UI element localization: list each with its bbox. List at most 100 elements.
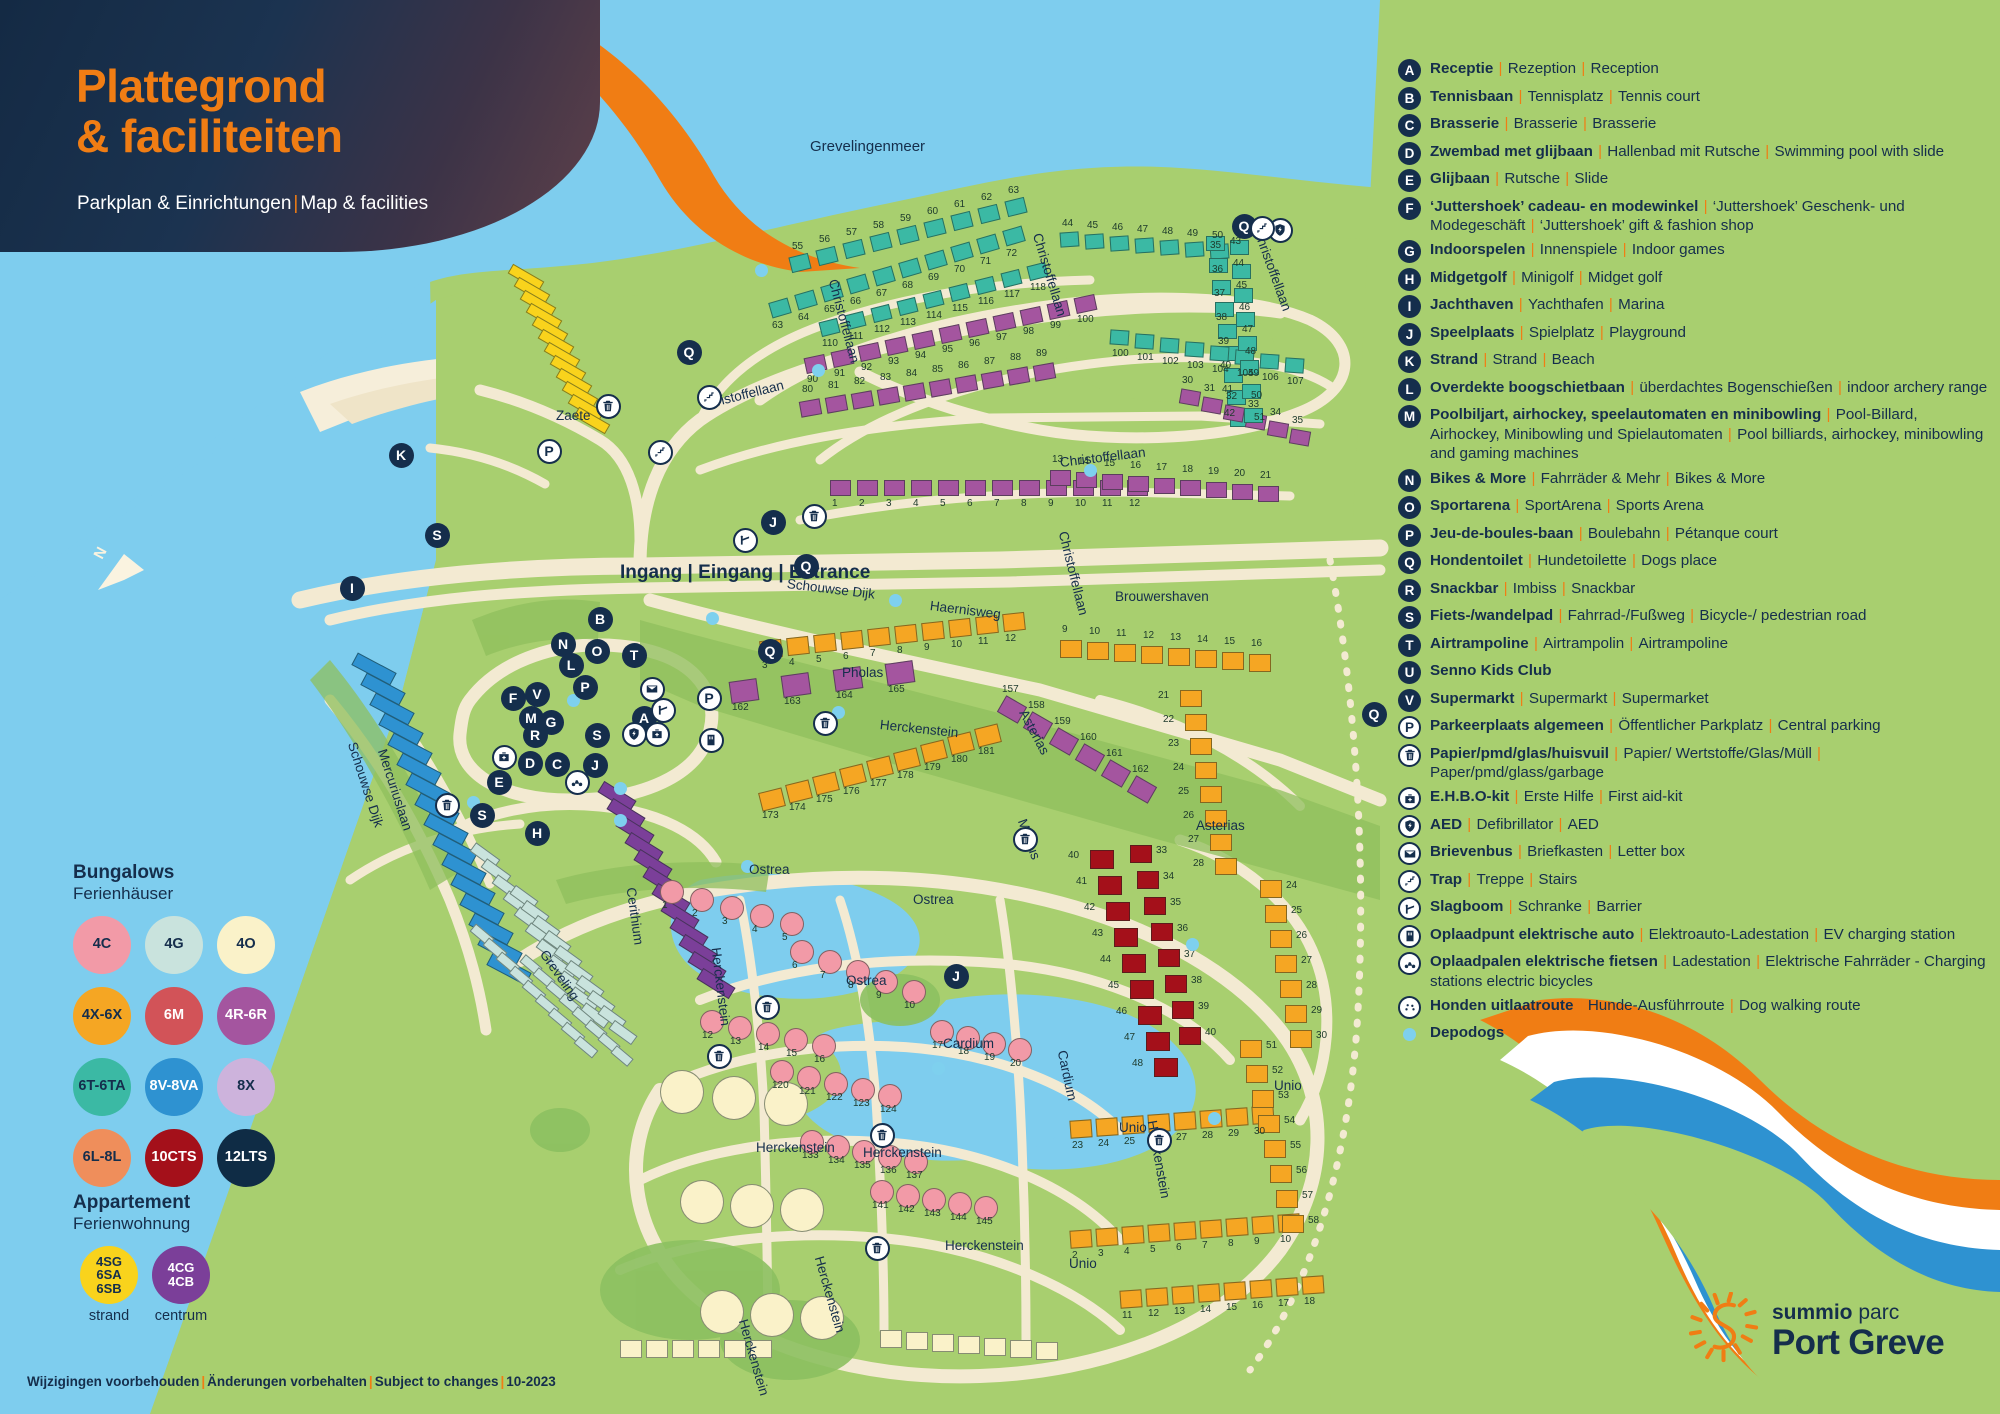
trash-icon[interactable]: [1146, 1127, 1172, 1153]
map-marker-d[interactable]: D: [517, 750, 543, 776]
holiday-home-plot[interactable]: [1275, 955, 1297, 973]
holiday-home-plot[interactable]: [724, 1340, 746, 1358]
holiday-home-plot[interactable]: [1270, 1165, 1292, 1183]
firstaid-icon[interactable]: [644, 721, 670, 747]
holiday-home-plot[interactable]: [1106, 902, 1130, 921]
holiday-home-plot[interactable]: [1266, 420, 1290, 439]
holiday-home-plot[interactable]: [1238, 336, 1257, 351]
holiday-home-plot[interactable]: [1098, 876, 1122, 895]
map-marker-r[interactable]: R: [522, 722, 548, 748]
holiday-home-plot[interactable]: [813, 632, 837, 654]
holiday-home-plot[interactable]: [1168, 648, 1190, 666]
holiday-home-plot[interactable]: [876, 386, 901, 406]
holiday-home-plot[interactable]: [948, 282, 971, 303]
holiday-home-plot[interactable]: [672, 1340, 694, 1358]
holiday-home-plot[interactable]: [660, 1070, 704, 1114]
holiday-home-plot[interactable]: [1158, 949, 1180, 967]
mail-icon[interactable]: [639, 676, 665, 702]
holiday-home-plot[interactable]: [1109, 329, 1130, 346]
holiday-home-plot[interactable]: [1032, 362, 1057, 382]
holiday-home-plot[interactable]: [1288, 428, 1312, 447]
holiday-home-plot[interactable]: [950, 210, 974, 232]
holiday-home-plot[interactable]: [1232, 264, 1251, 279]
holiday-home-plot[interactable]: [1090, 850, 1114, 869]
holiday-home-plot[interactable]: [1252, 1090, 1274, 1108]
holiday-home-plot[interactable]: [928, 378, 953, 398]
holiday-home-plot[interactable]: [840, 629, 864, 651]
holiday-home-plot[interactable]: [982, 1032, 1006, 1056]
holiday-home-plot[interactable]: [768, 297, 792, 319]
holiday-home-plot[interactable]: [780, 912, 804, 936]
holiday-home-plot[interactable]: [1095, 1227, 1119, 1247]
stairs-icon[interactable]: [647, 439, 673, 465]
holiday-home-plot[interactable]: [851, 1078, 875, 1102]
holiday-home-plot[interactable]: [1282, 1215, 1304, 1233]
map-marker-p[interactable]: P: [696, 685, 722, 711]
holiday-home-plot[interactable]: [1215, 302, 1234, 317]
holiday-home-plot[interactable]: [1185, 714, 1207, 731]
holiday-home-plot[interactable]: [780, 1188, 824, 1232]
trash-icon[interactable]: [595, 393, 621, 419]
map-marker-p[interactable]: P: [536, 438, 562, 464]
map-marker-e[interactable]: E: [486, 769, 512, 795]
holiday-home-plot[interactable]: [1019, 480, 1040, 496]
holiday-home-plot[interactable]: [1234, 288, 1253, 303]
holiday-home-plot[interactable]: [1264, 1140, 1286, 1158]
map-marker-q[interactable]: Q: [676, 339, 702, 365]
holiday-home-plot[interactable]: [976, 233, 1000, 255]
holiday-home-plot[interactable]: [974, 723, 1002, 748]
holiday-home-plot[interactable]: [758, 787, 786, 812]
holiday-home-plot[interactable]: [1240, 1040, 1262, 1058]
map-marker-j[interactable]: J: [582, 752, 608, 778]
holiday-home-plot[interactable]: [852, 1140, 876, 1164]
holiday-home-plot[interactable]: [902, 980, 926, 1004]
holiday-home-plot[interactable]: [750, 1340, 772, 1358]
holiday-home-plot[interactable]: [680, 1180, 724, 1224]
holiday-home-plot[interactable]: [1270, 930, 1292, 948]
map-marker-s[interactable]: S: [424, 522, 450, 548]
holiday-home-plot[interactable]: [1006, 366, 1031, 386]
holiday-home-plot[interactable]: [1225, 1107, 1249, 1127]
holiday-home-plot[interactable]: [1249, 1279, 1273, 1299]
holiday-home-plot[interactable]: [1095, 1117, 1119, 1137]
holiday-home-plot[interactable]: [1134, 237, 1155, 254]
holiday-home-plot[interactable]: [788, 252, 812, 274]
holiday-home-plot[interactable]: [573, 1035, 599, 1059]
holiday-home-plot[interactable]: [938, 323, 963, 345]
holiday-home-plot[interactable]: [646, 1340, 668, 1358]
holiday-home-plot[interactable]: [924, 249, 948, 271]
holiday-home-plot[interactable]: [1130, 980, 1154, 999]
stairs-icon[interactable]: [696, 384, 722, 410]
holiday-home-plot[interactable]: [846, 960, 870, 984]
trash-icon[interactable]: [754, 994, 780, 1020]
holiday-home-plot[interactable]: [965, 317, 990, 339]
holiday-home-plot[interactable]: [830, 480, 851, 496]
holiday-home-plot[interactable]: [911, 480, 932, 496]
holiday-home-plot[interactable]: [786, 635, 810, 657]
firstaid-icon[interactable]: [491, 744, 517, 770]
map-marker-n[interactable]: N: [550, 631, 576, 657]
holiday-home-plot[interactable]: [1048, 727, 1080, 756]
holiday-home-plot[interactable]: [898, 257, 922, 279]
map-marker-q[interactable]: Q: [757, 638, 783, 664]
holiday-home-plot[interactable]: [1145, 1287, 1169, 1307]
holiday-home-plot[interactable]: [869, 231, 893, 253]
map-marker-s[interactable]: S: [584, 722, 610, 748]
holiday-home-plot[interactable]: [1102, 474, 1123, 490]
holiday-home-plot[interactable]: [992, 480, 1013, 496]
holiday-home-plot[interactable]: [812, 1034, 836, 1058]
holiday-home-plot[interactable]: [1004, 196, 1028, 218]
holiday-home-plot[interactable]: [1276, 1190, 1298, 1208]
holiday-home-plot[interactable]: [800, 1296, 844, 1340]
holiday-home-plot[interactable]: [790, 940, 814, 964]
holiday-home-plot[interactable]: [1206, 482, 1227, 498]
map-marker-i[interactable]: I: [339, 575, 365, 601]
holiday-home-plot[interactable]: [1195, 650, 1217, 668]
holiday-home-plot[interactable]: [1210, 834, 1232, 851]
holiday-home-plot[interactable]: [911, 329, 936, 351]
holiday-home-plot[interactable]: [1258, 1115, 1280, 1133]
holiday-home-plot[interactable]: [1069, 1119, 1093, 1139]
holiday-home-plot[interactable]: [950, 241, 974, 263]
holiday-home-plot[interactable]: [1275, 1277, 1299, 1297]
holiday-home-plot[interactable]: [1178, 388, 1202, 407]
